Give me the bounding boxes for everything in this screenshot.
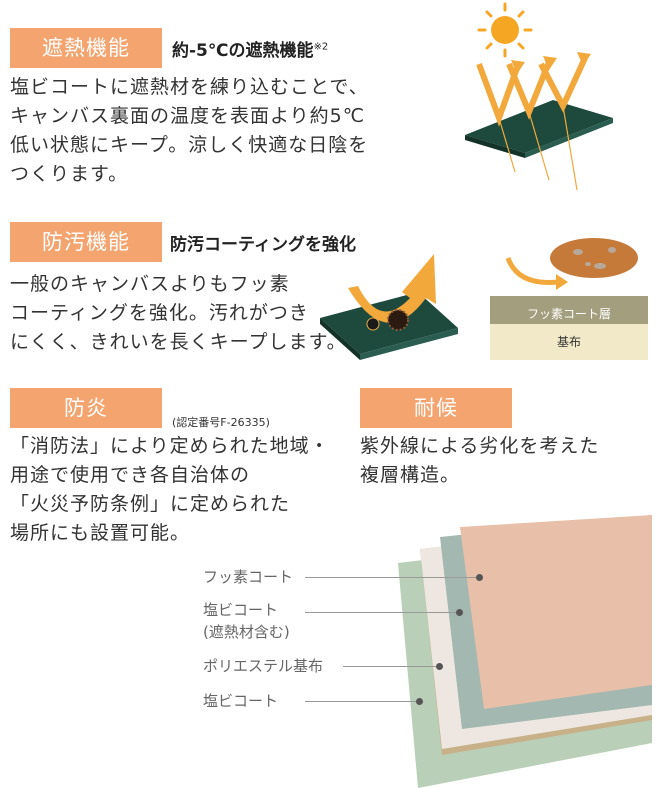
pointer-dot <box>476 574 483 581</box>
base-fabric-layer: 基布 <box>490 324 648 360</box>
stain-body-line: 一般のキャンバスよりもフッ素 <box>10 273 290 295</box>
layer-fluorine <box>460 515 652 709</box>
leader-fluorine <box>305 577 480 578</box>
label-pvc-bottom-text: 塩ビコート <box>203 692 279 710</box>
label-pvc-heat-line: (遮熱材含む) <box>203 623 290 641</box>
pointer-dot <box>436 663 443 670</box>
stain-heading: 防汚コーティングを強化 <box>170 235 356 255</box>
label-pvc-bottom: 塩ビコート <box>203 691 278 711</box>
pointer-dot <box>456 609 463 616</box>
heat-illustration <box>465 2 613 191</box>
dirt-particle <box>387 309 409 331</box>
weather-body-line: 紫外線による劣化を考えた <box>360 435 600 457</box>
layer-structure-diagram <box>398 515 652 788</box>
dirt-particle <box>366 317 380 331</box>
fire-body-line: 「消防法」により定められた地域・ <box>10 435 330 457</box>
label-polyester-text: ポリエステル基布 <box>203 657 324 675</box>
heat-body-line: 低い状態にキープ。涼しく快適な日陰を <box>10 134 369 156</box>
stain-body-line: コーティングを強化。汚れがつき <box>10 302 309 324</box>
pointer-dot <box>416 698 423 705</box>
repel-arrow-icon <box>348 254 436 323</box>
label-pvc-heat-line: 塩ビコート <box>203 601 279 619</box>
stain-badge: 防汚機能 <box>10 222 162 262</box>
transmit-arrows <box>498 105 578 191</box>
label-fluorine-text: フッ素コート <box>203 568 294 586</box>
fire-body: 「消防法」により定められた地域・ 用途で使用でき各自治体の 「火災予防条例」に定… <box>10 432 330 548</box>
leader-pvc-bottom <box>305 701 420 702</box>
sun-icon <box>477 2 533 58</box>
curved-arrow-icon <box>505 257 559 285</box>
dirt-blob <box>550 238 638 278</box>
fire-badge: 防炎 <box>10 388 162 428</box>
label-polyester: ポリエステル基布 <box>203 656 323 676</box>
stain-body: 一般のキャンバスよりもフッ素 コーティングを強化。汚れがつき にくく、きれいを長… <box>10 270 347 357</box>
weather-badge: 耐候 <box>360 388 512 428</box>
leader-polyester <box>343 666 440 667</box>
heat-body-line: つくります。 <box>10 163 129 185</box>
label-fluorine: フッ素コート <box>203 567 293 587</box>
stain-body-line: にくく、きれいを長くキープします。 <box>10 331 347 353</box>
weather-body: 紫外線による劣化を考えた 複層構造。 <box>360 432 599 490</box>
heat-body-line: 塩ビコートに遮熱材を練り込むことで、 <box>10 76 369 98</box>
heat-heading-text: 約-5℃の遮熱機能 <box>172 41 314 61</box>
label-pvc-heat: 塩ビコート (遮熱材含む) <box>203 600 290 642</box>
heat-heading: 約-5℃の遮熱機能※2 <box>172 36 328 61</box>
leader-pvc-heat <box>305 612 460 613</box>
stain-repel-illustration <box>505 238 638 290</box>
weather-body-line: 複層構造。 <box>360 464 461 486</box>
fire-body-line: 用途で使用でき各自治体の <box>10 464 251 486</box>
stain-sheet-illustration <box>320 254 458 360</box>
heat-badge: 遮熱機能 <box>10 28 162 68</box>
fire-cert-note: (認定番号F-26335) <box>172 416 270 429</box>
heat-body-line: キャンバス裏面の温度を表面より約5℃ <box>10 105 366 127</box>
heat-heading-sup: ※2 <box>313 41 329 53</box>
fire-body-line: 場所にも設置可能。 <box>10 522 191 544</box>
fire-body-line: 「火災予防条例」に定められた <box>10 493 291 515</box>
heat-body: 塩ビコートに遮熱材を練り込むことで、 キャンバス裏面の温度を表面より約5℃ 低い… <box>10 73 369 189</box>
insulated-sheet <box>465 100 613 158</box>
